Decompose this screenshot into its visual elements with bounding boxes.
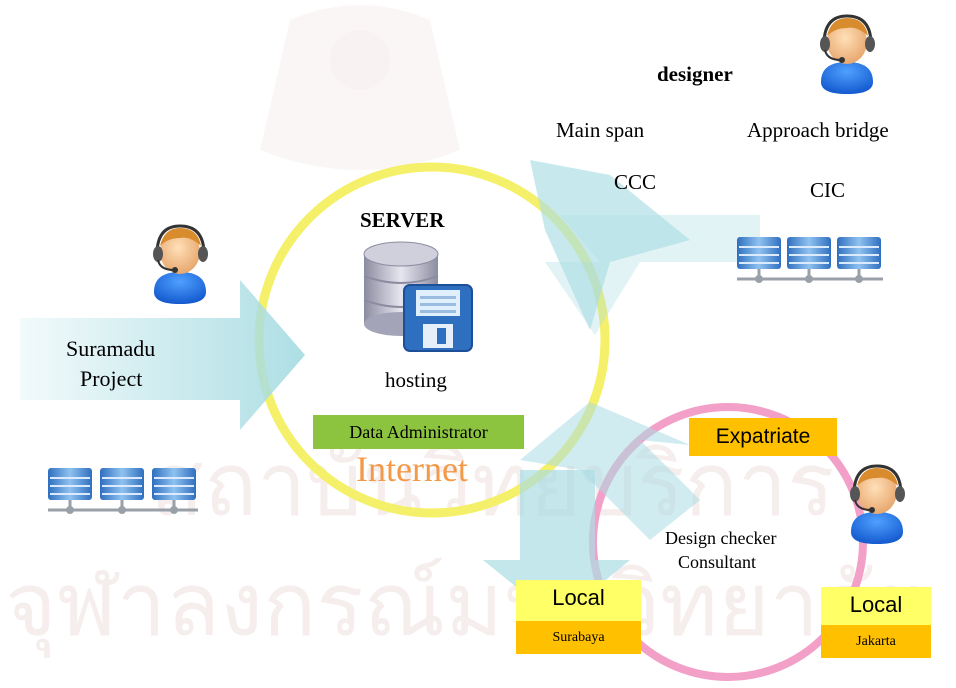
- server-label: SERVER: [360, 208, 445, 232]
- local-left-label: Local: [552, 585, 605, 610]
- database-save-icon: [363, 241, 473, 352]
- hosting-label: hosting: [385, 368, 447, 392]
- suramadu-label-line-1: Suramadu: [66, 336, 156, 361]
- main-span-label: Main span: [556, 118, 645, 142]
- arrow-project-to-server: [20, 280, 305, 430]
- watermark-line-2: จุฬาลงกรณ์มหาวิทยาลัย: [5, 553, 925, 658]
- expatriate-badge: Expatriate: [689, 418, 837, 456]
- design-checker-label-line-2: Consultant: [678, 552, 757, 572]
- data-administrator-badge: Data Administrator: [313, 415, 524, 449]
- local-surabaya-box: Local Surabaya: [516, 580, 641, 654]
- data-administrator-label: Data Administrator: [349, 421, 488, 442]
- designer-label: designer: [657, 62, 733, 86]
- approach-bridge-label: Approach bridge: [747, 118, 889, 142]
- suramadu-label-line-2: Project: [80, 366, 143, 391]
- server-rack-icon: [48, 468, 198, 514]
- jakarta-label: Jakarta: [856, 633, 896, 649]
- internet-label: Internet: [356, 449, 468, 489]
- arrow-consultant-to-server: [520, 402, 700, 540]
- ccc-label: CCC: [614, 170, 657, 194]
- surabaya-bar: Surabaya: [516, 621, 641, 654]
- expatriate-label: Expatriate: [715, 425, 811, 448]
- watermark-emblem: [260, 5, 460, 170]
- user-headset-icon: [820, 14, 875, 94]
- jakarta-bar: Jakarta: [821, 625, 931, 658]
- local-jakarta-box: Local Jakarta: [821, 587, 931, 658]
- arrow-designer-head: [530, 160, 690, 330]
- user-headset-icon: [153, 224, 208, 304]
- design-checker-label-line-1: Design checker: [665, 528, 777, 548]
- cic-label: CIC: [810, 178, 846, 202]
- server-rack-icon: [737, 237, 883, 283]
- surabaya-label: Surabaya: [552, 629, 605, 645]
- local-right-label: Local: [849, 592, 903, 617]
- user-headset-icon: [850, 464, 905, 544]
